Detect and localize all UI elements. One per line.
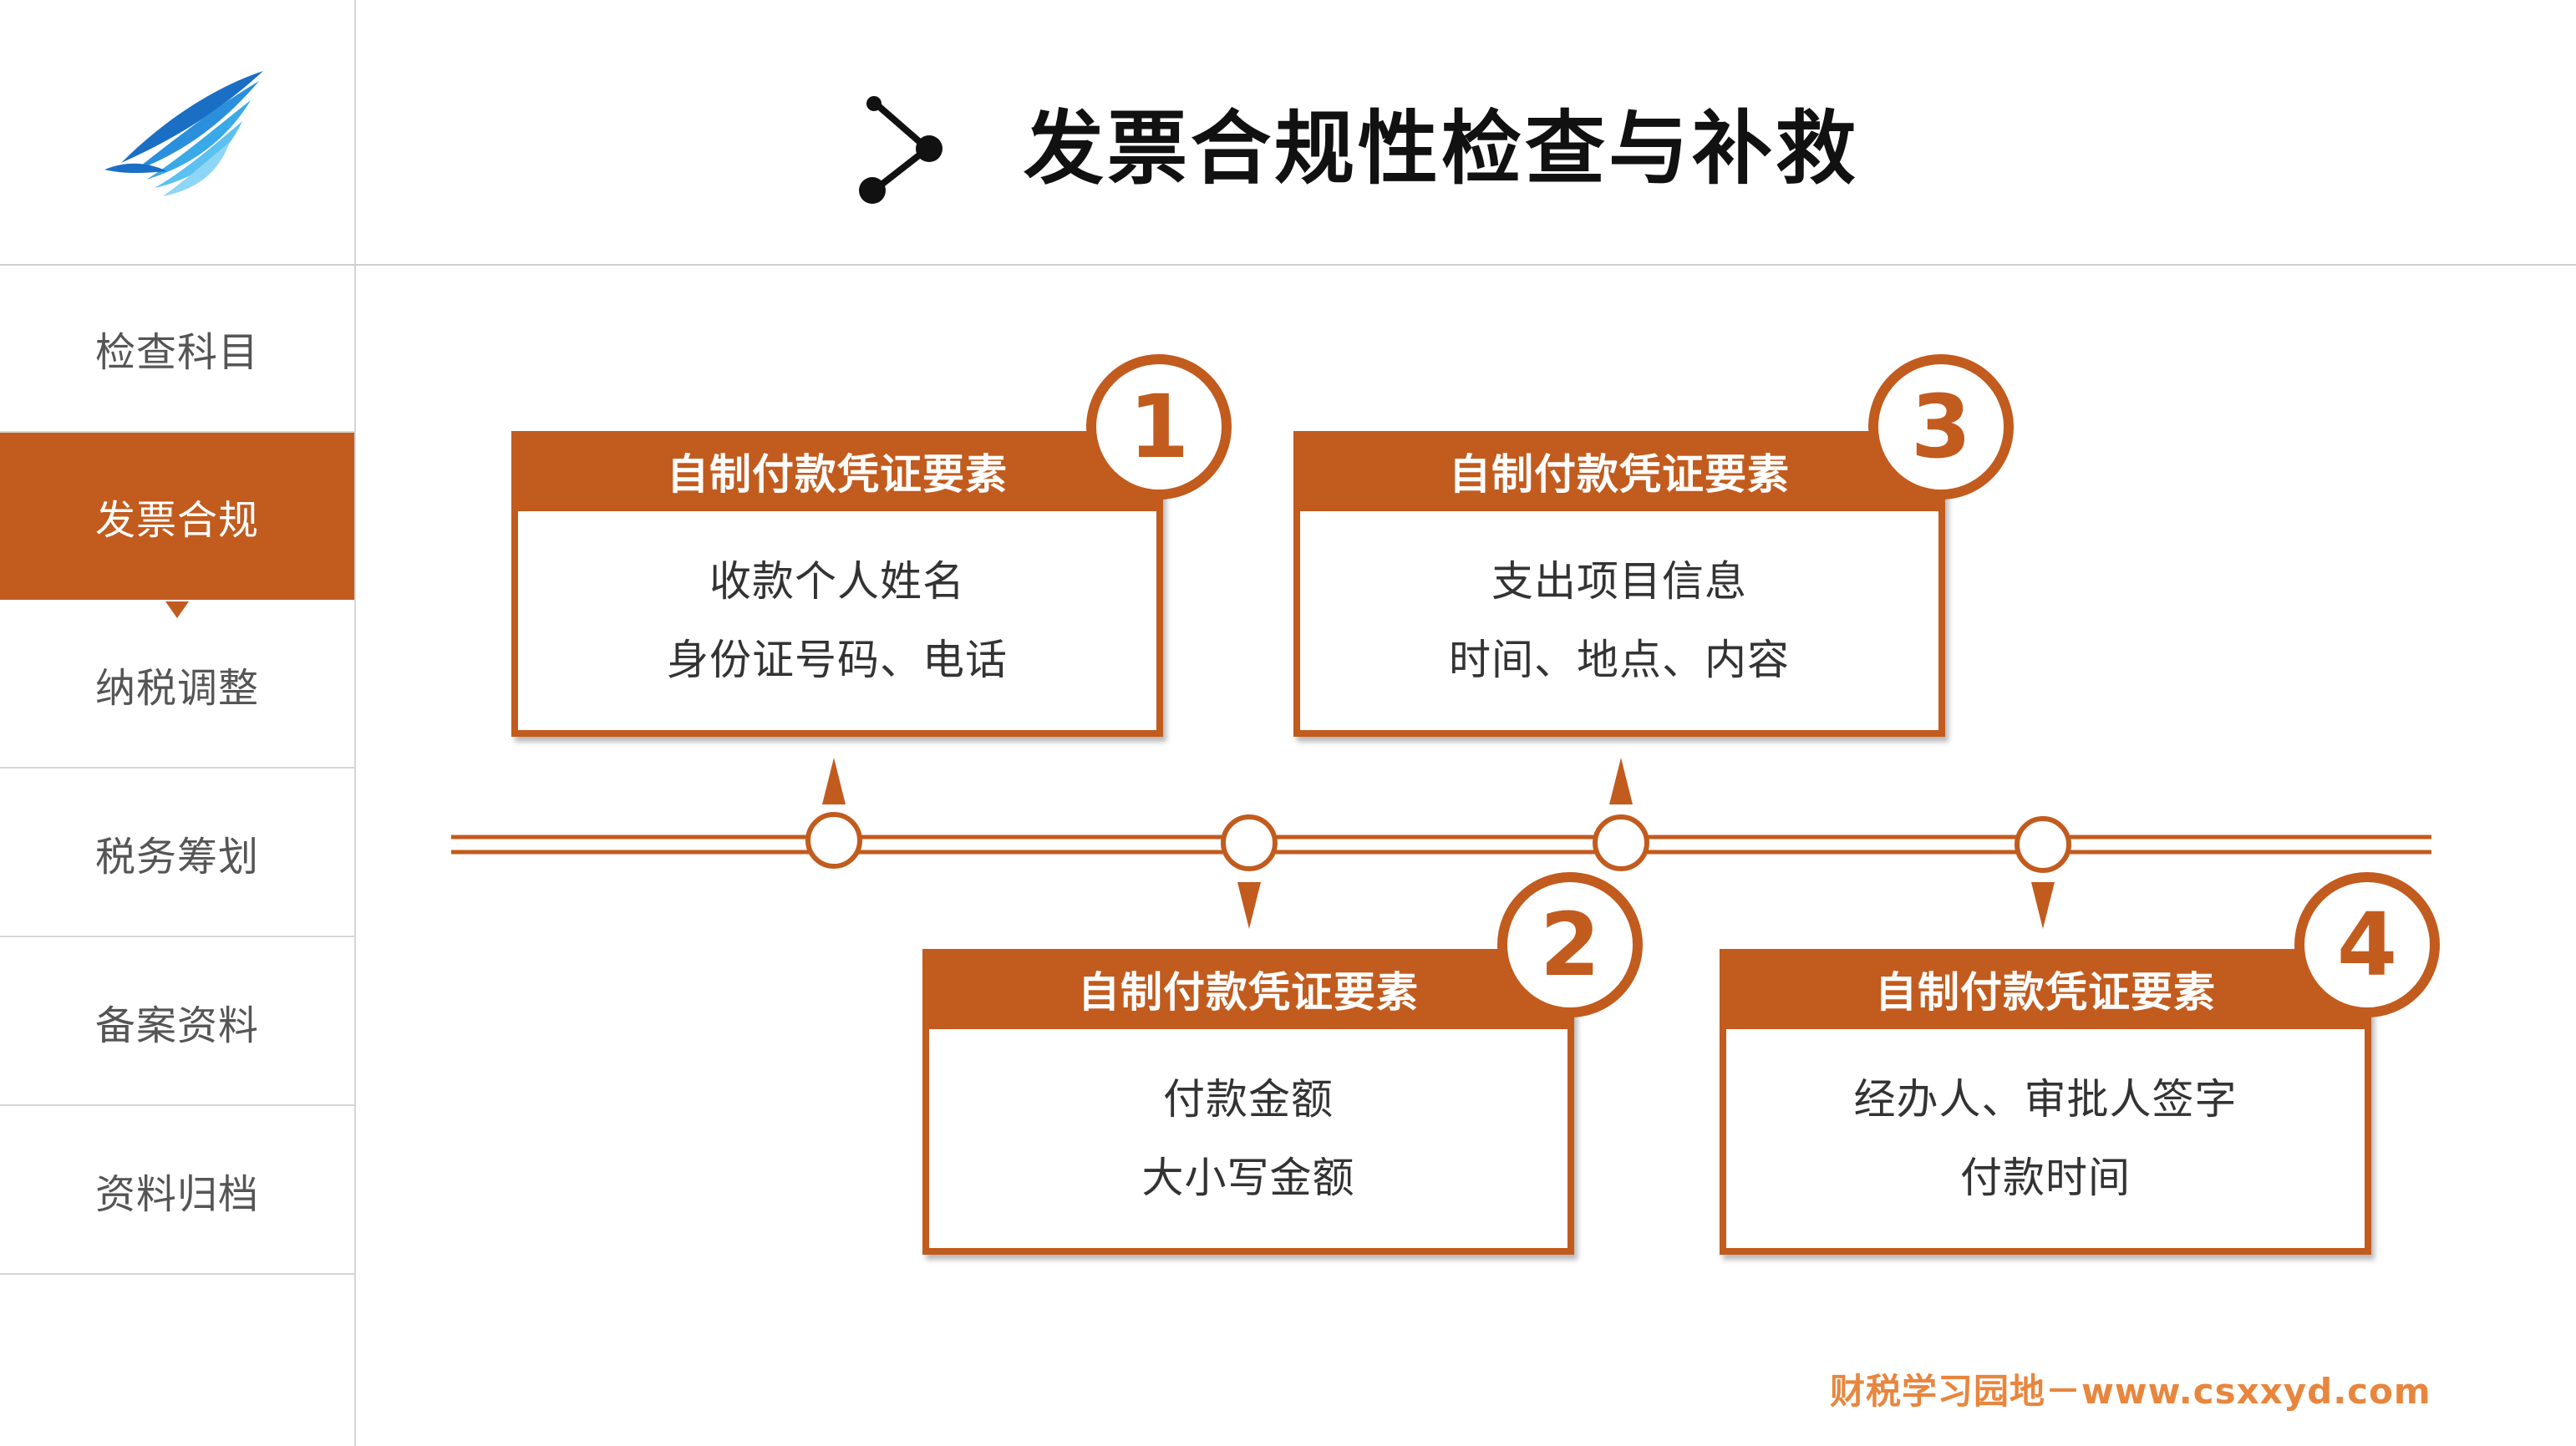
sidebar-item-tax-planning[interactable]: 税务筹划	[0, 770, 354, 937]
step-card-4: 自制付款凭证要素 经办人、审批人签字 付款时间	[1720, 949, 2371, 1255]
step-card-line: 时间、地点、内容	[1449, 636, 1790, 684]
step-card-title: 自制付款凭证要素	[511, 431, 1163, 511]
step-card-3: 自制付款凭证要素 支出项目信息 时间、地点、内容	[1293, 431, 1945, 737]
sidebar-item-check-subjects[interactable]: 检查科目	[0, 266, 354, 433]
share-nodes-icon	[859, 96, 943, 204]
footer-link[interactable]: 财税学习园地－www.csxxyd.com	[1830, 1371, 2431, 1412]
step-card-title: 自制付款凭证要素	[1293, 431, 1945, 511]
active-item-pointer	[165, 601, 189, 618]
step-card-title: 自制付款凭证要素	[1720, 949, 2371, 1029]
step-number-badge-4: 4	[2294, 872, 2440, 1017]
step-card-1: 自制付款凭证要素 收款个人姓名 身份证号码、电话	[511, 431, 1163, 737]
step-card-line: 身份证号码、电话	[667, 636, 1008, 684]
sidebar-item-tax-adjustment[interactable]: 纳税调整	[0, 601, 354, 769]
step-card-line: 付款金额	[1163, 1075, 1334, 1124]
step-card-line: 大小写金额	[1141, 1154, 1355, 1202]
page-title: 发票合规性检查与补救	[1024, 102, 1859, 195]
sidebar-item-filing-documents[interactable]: 备案资料	[0, 939, 354, 1106]
sidebar-item-invoice-compliance[interactable]: 发票合规	[0, 433, 354, 600]
step-card-line: 支出项目信息	[1491, 557, 1747, 606]
step-card-title: 自制付款凭证要素	[922, 949, 1574, 1029]
step-card-line: 付款时间	[1960, 1154, 2131, 1202]
header-divider	[0, 264, 2576, 266]
step-card-2: 自制付款凭证要素 付款金额 大小写金额	[922, 949, 1574, 1255]
sidebar-item-archiving[interactable]: 资料归档	[0, 1108, 354, 1275]
wing-logo-icon	[104, 71, 263, 196]
sidebar	[0, 0, 356, 1446]
step-number-badge-3: 3	[1868, 354, 2014, 500]
step-number-badge-1: 1	[1086, 354, 1232, 500]
step-card-line: 经办人、审批人签字	[1853, 1075, 2238, 1124]
step-card-line: 收款个人姓名	[709, 557, 965, 606]
step-number-badge-2: 2	[1497, 872, 1643, 1017]
